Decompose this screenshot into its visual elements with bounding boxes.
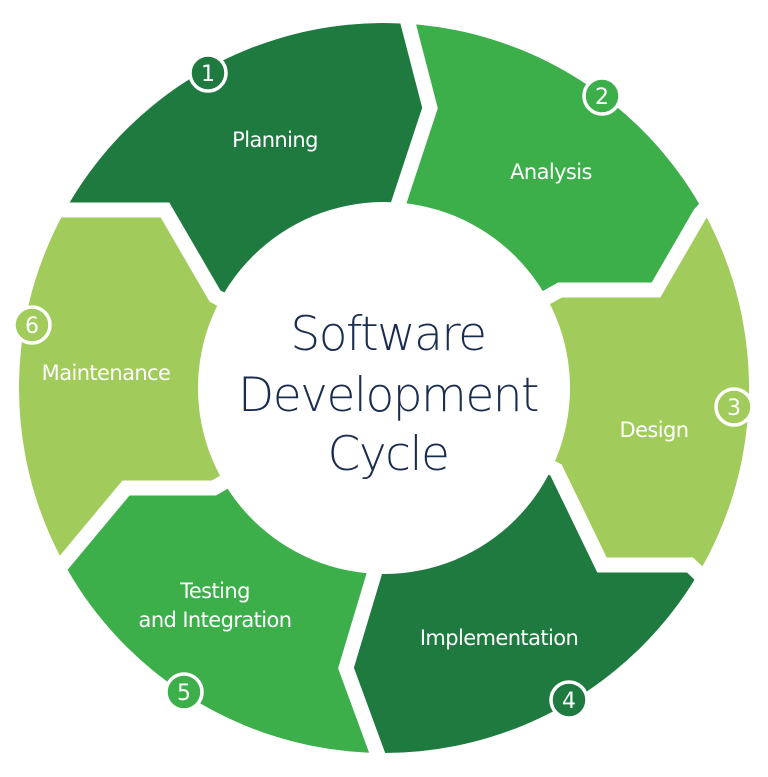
segment-planning[interactable]	[0, 0, 430, 388]
badge-number: 1	[201, 62, 215, 87]
gap-3-4	[380, 381, 768, 646]
gap-4-5	[338, 387, 394, 777]
badge-number: 4	[562, 689, 576, 714]
segment-testing-integration[interactable]	[0, 388, 386, 777]
badge-2: 2	[582, 76, 622, 116]
label-and-integration: and Integration	[139, 608, 292, 632]
label-design: Design	[620, 418, 689, 442]
badge-3: 3	[714, 387, 754, 427]
gap-2-3	[380, 134, 768, 395]
segment-maintenance[interactable]	[0, 210, 384, 640]
title-line-3: Cycle	[328, 427, 449, 482]
title-line-2: Development	[238, 368, 538, 423]
badge-circle-icon	[582, 76, 622, 116]
badge-number: 6	[25, 314, 39, 339]
badge-number: 5	[177, 681, 191, 706]
segment-implementation[interactable]	[346, 388, 768, 777]
label-analysis: Analysis	[510, 160, 592, 184]
badge-number: 2	[595, 85, 609, 110]
segment-analysis[interactable]	[384, 0, 768, 388]
badge-circle-icon	[549, 680, 589, 720]
label-implementation: Implementation	[420, 626, 578, 650]
badge-circle-icon	[12, 305, 52, 345]
label-testing: Testing	[179, 579, 250, 603]
gap-1-2	[376, 0, 438, 389]
label-planning: Planning	[232, 128, 318, 152]
center-title: Software Development Cycle	[238, 307, 539, 482]
badge-circle-icon	[164, 672, 204, 712]
title-line-1: Software	[290, 307, 485, 362]
gap-5-6	[0, 381, 388, 645]
label-maintenance: Maintenance	[42, 361, 171, 385]
badge-5: 5	[164, 672, 204, 712]
badge-1: 1	[188, 53, 228, 93]
badge-6: 6	[12, 305, 52, 345]
gap-6-1	[0, 202, 388, 395]
badge-circle-icon	[714, 387, 754, 427]
badge-4: 4	[549, 680, 589, 720]
badge-number: 3	[727, 396, 741, 421]
badge-circle-icon	[188, 53, 228, 93]
